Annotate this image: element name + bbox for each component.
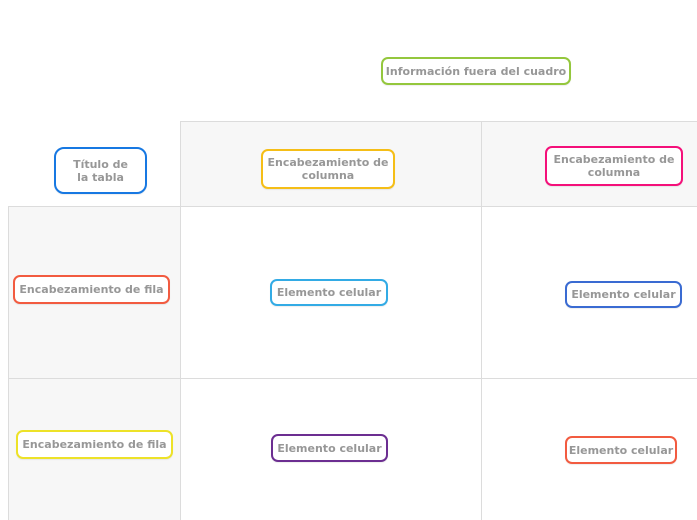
- column-header-node-1[interactable]: Encabezamiento de columna: [261, 149, 395, 189]
- cell-node-row1-col1[interactable]: Elemento celular: [270, 279, 388, 306]
- column-header-node-2[interactable]: Encabezamiento de columna: [545, 146, 683, 186]
- cell-node-row1-col2[interactable]: Elemento celular: [565, 281, 682, 308]
- floating-note-node[interactable]: Información fuera del cuadro: [381, 57, 571, 85]
- row-header-node-2[interactable]: Encabezamiento de fila: [16, 430, 173, 459]
- grid-line-col-divider-1: [180, 121, 181, 520]
- grid-line-top: [180, 121, 697, 122]
- grid-line-left-edge: [8, 206, 9, 520]
- table-row-header-column-band: [8, 206, 180, 520]
- cell-node-row2-col2[interactable]: Elemento celular: [565, 436, 677, 464]
- grid-line-row-divider-1: [8, 206, 697, 207]
- grid-line-col-divider-2: [481, 121, 482, 520]
- row-header-node-1[interactable]: Encabezamiento de fila: [13, 275, 170, 304]
- cell-node-row2-col1[interactable]: Elemento celular: [271, 434, 388, 462]
- table-title-node[interactable]: Título de la tabla: [54, 147, 147, 194]
- grid-line-row-divider-2: [8, 378, 697, 379]
